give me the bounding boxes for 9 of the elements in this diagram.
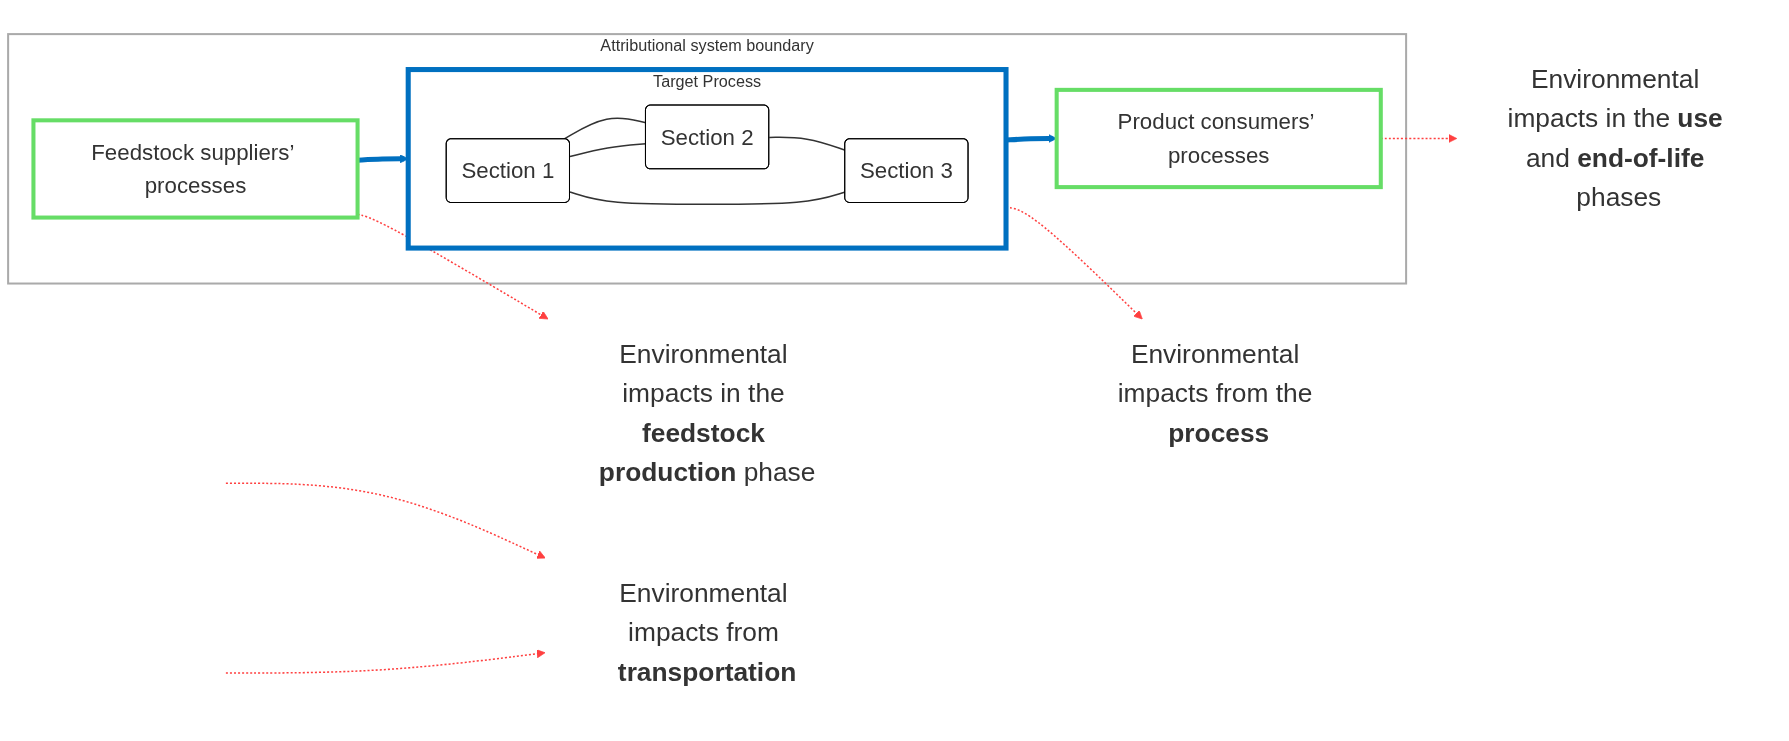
arrow (357, 154, 409, 164)
node-text: Environmental impacts from the process (1117, 338, 1313, 448)
node-box: Product consumers’ processes (1054, 87, 1383, 190)
node-text: Environmental impacts in the feedstock production phase (598, 338, 816, 488)
node-text: Environmental impacts in the use and end-of-life phases (1507, 63, 1723, 213)
leader-arrow (225, 482, 546, 559)
leader-arrow (225, 649, 546, 674)
node-text: Environmental impacts from transportation (617, 577, 797, 687)
node-box: Feedstock suppliers’ processes (31, 118, 360, 220)
